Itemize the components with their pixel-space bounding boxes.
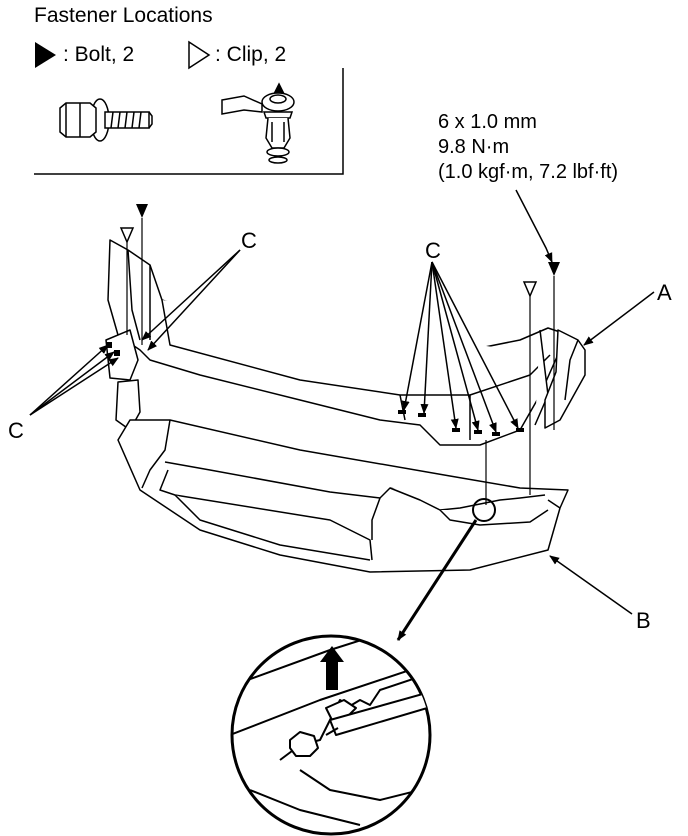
filled-triangle-icon — [35, 42, 56, 68]
side-bracket-a — [544, 329, 586, 429]
detail-pointer — [396, 519, 478, 641]
bolt-size-spec: 6 x 1.0 mm — [438, 111, 537, 133]
bolt-marker-right — [548, 262, 560, 276]
callout-c-left-top: C — [241, 228, 257, 253]
lift-arrow-icon — [320, 646, 344, 690]
magnified-detail-view — [230, 634, 432, 836]
clip-marker-right — [522, 281, 538, 298]
callout-c-center: C — [425, 238, 441, 263]
legend-title: Fastener Locations — [34, 4, 213, 27]
side-bracket-left — [105, 329, 141, 431]
bumper-cover-b — [117, 419, 569, 573]
detail-marker-circle — [472, 498, 496, 522]
beam-clip-marks — [106, 342, 524, 436]
outline-triangle-icon — [188, 40, 211, 70]
fastener-guide-lines — [126, 218, 555, 505]
clip-icon — [221, 82, 295, 164]
callout-a: A — [657, 280, 672, 305]
torque-alt-spec: (1.0 kgf·m, 7.2 lbf·ft) — [438, 161, 619, 183]
legend-box — [34, 68, 344, 175]
clip-marker-left — [119, 227, 135, 244]
bolt-legend-label: : Bolt, 2 — [63, 43, 135, 66]
torque-leader — [515, 189, 553, 263]
bolt-icon — [59, 98, 153, 142]
callout-b: B — [636, 608, 651, 633]
torque-nm-spec: 9.8 N·m — [438, 136, 510, 158]
bumper-beam — [107, 239, 561, 446]
bolt-marker-left — [136, 204, 148, 218]
clip-legend-label: : Clip, 2 — [215, 43, 287, 66]
callout-leaders — [29, 249, 655, 615]
callout-c-left-bottom: C — [8, 418, 24, 443]
